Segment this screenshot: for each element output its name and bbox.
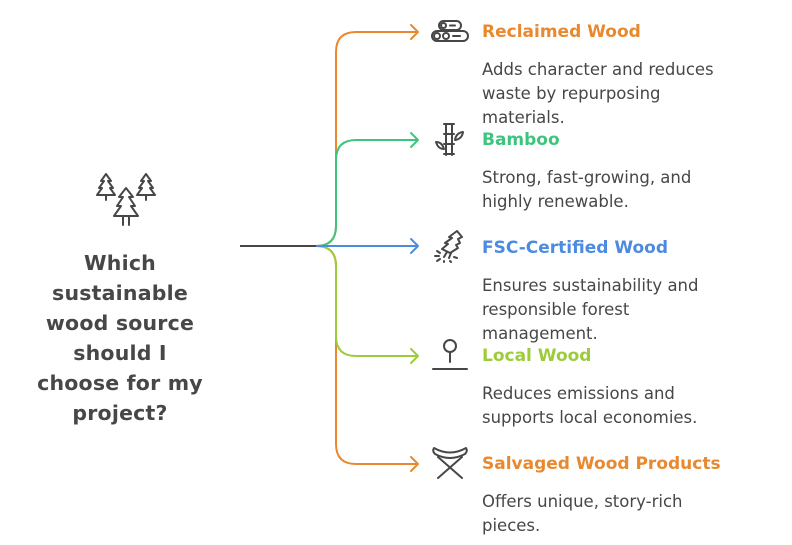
arrow-local-wood xyxy=(410,348,419,364)
description-line: Adds character and reduces xyxy=(482,60,714,79)
option-description-salvaged-wood-products: Offers unique, story-rich pieces. xyxy=(482,490,772,538)
option-title-fsc-certified-wood: FSC-Certified Wood xyxy=(482,238,669,258)
description-line: Ensures sustainability and xyxy=(482,276,699,295)
option-title-local-wood: Local Wood xyxy=(482,346,592,366)
arrow-bamboo xyxy=(410,132,419,148)
trees-icon xyxy=(96,173,156,226)
question-line: should I xyxy=(73,341,167,365)
question-line: sustainable xyxy=(52,281,188,305)
description-line: management. xyxy=(482,324,598,343)
description-line: waste by repurposing xyxy=(482,84,661,103)
location-pin-icon xyxy=(432,339,468,370)
option-title-salvaged-wood-products: Salvaged Wood Products xyxy=(482,454,721,474)
description-line: highly renewable. xyxy=(482,192,629,211)
option-title-reclaimed-wood: Reclaimed Wood xyxy=(482,22,641,42)
bamboo-icon xyxy=(435,123,464,156)
option-description-local-wood: Reduces emissions and supports local eco… xyxy=(482,382,772,430)
description-line: pieces. xyxy=(482,516,541,535)
logs-icon xyxy=(431,20,469,42)
stool-icon xyxy=(432,447,468,479)
option-title-bamboo: Bamboo xyxy=(482,130,560,150)
question-line: project? xyxy=(72,401,168,425)
option-description-reclaimed-wood: Adds character and reduces waste by repu… xyxy=(482,58,772,130)
option-description-fsc-certified-wood: Ensures sustainability and responsible f… xyxy=(482,274,772,346)
description-line: Reduces emissions and xyxy=(482,384,675,403)
question-line: choose for my xyxy=(37,371,203,395)
description-line: Offers unique, story-rich xyxy=(482,492,683,511)
option-description-bamboo: Strong, fast-growing, and highly renewab… xyxy=(482,166,772,214)
certified-tree-icon xyxy=(434,230,463,263)
arrow-reclaimed-wood xyxy=(410,24,419,40)
question-line: wood source xyxy=(45,311,195,335)
description-line: Strong, fast-growing, and xyxy=(482,168,692,187)
question-title: Which sustainable wood source should I c… xyxy=(20,248,220,428)
connector-bamboo xyxy=(315,139,418,247)
connector-local-wood xyxy=(315,245,418,357)
arrow-fsc-certified-wood xyxy=(410,238,419,254)
description-line: responsible forest xyxy=(482,300,630,319)
description-line: supports local economies. xyxy=(482,408,698,427)
arrow-salvaged-wood-products xyxy=(410,456,419,472)
question-line: Which xyxy=(84,251,156,275)
description-line: materials. xyxy=(482,108,565,127)
